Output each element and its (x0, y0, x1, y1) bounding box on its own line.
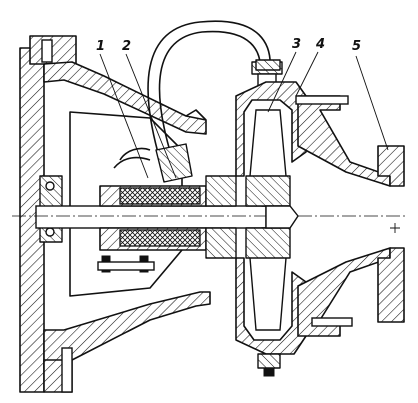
leader-lines (99, 51, 389, 179)
callout-5: 5 (352, 39, 361, 54)
pump-casing (235, 59, 307, 377)
callout-4: 4 (315, 37, 325, 52)
suction-nozzle (295, 95, 405, 337)
stuffing-box (97, 175, 237, 273)
callout-2: 2 (122, 39, 131, 54)
callout-3: 3 (292, 37, 301, 52)
callout-1: 1 (96, 39, 105, 54)
shaft (12, 205, 408, 229)
